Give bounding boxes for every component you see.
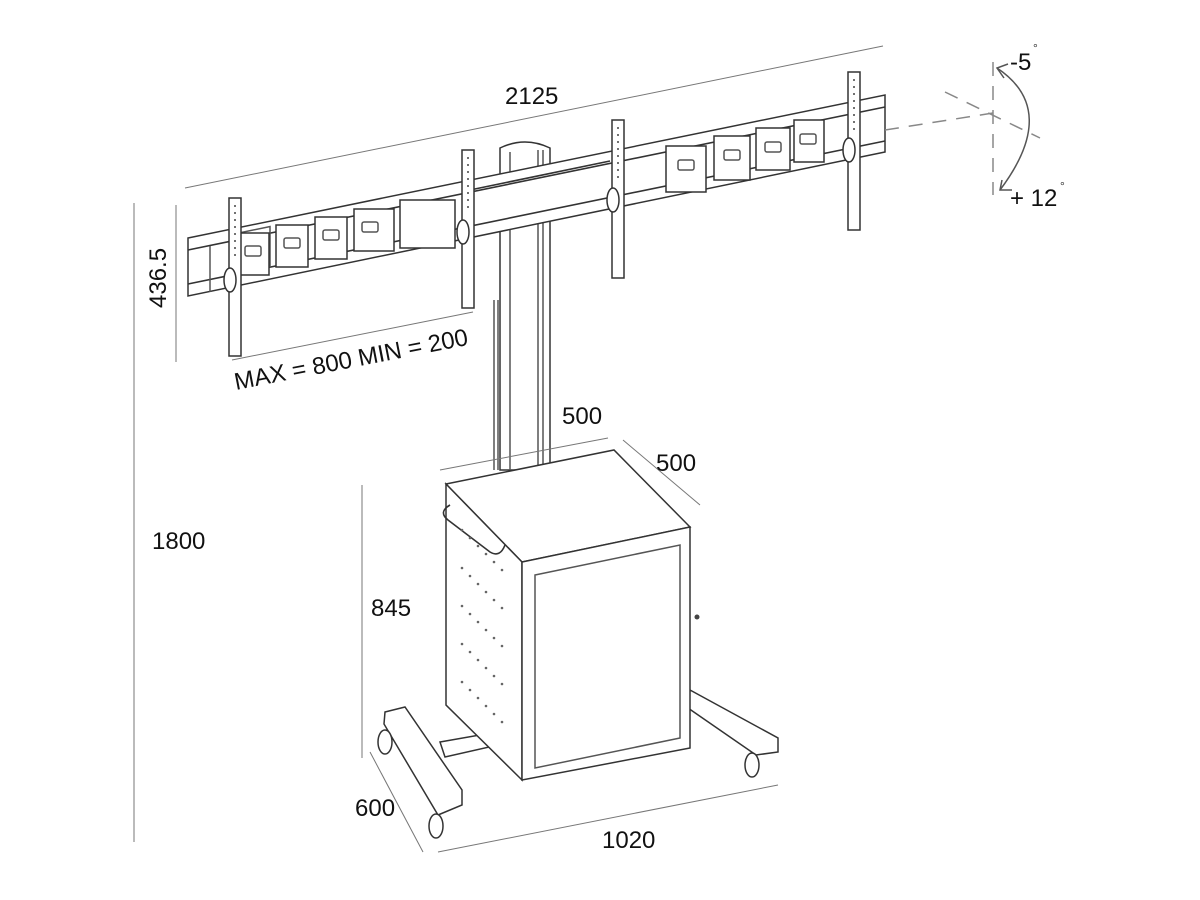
storage-cabinet [442, 449, 700, 782]
base-width-dimension-line [437, 784, 779, 853]
cabinet-width-label: 500 [562, 403, 602, 430]
vesa-arm-4 [842, 71, 861, 231]
rail-width-label: 2125 [505, 83, 558, 110]
vesa-arm-1 [223, 197, 242, 357]
rail-height-label: 436.5 [145, 248, 172, 308]
base-frame [377, 688, 779, 839]
vesa-dimension-line [231, 311, 474, 361]
cabinet-depth-label: 500 [656, 450, 696, 477]
tilt-down-degree: ° [1060, 179, 1065, 193]
tilt-up-label: -5 [1010, 49, 1031, 76]
vesa-arm-2 [456, 149, 475, 309]
tilt-down-label: + 12 [1010, 185, 1057, 212]
tilt-indicator [884, 62, 1041, 195]
base-depth-label: 600 [355, 795, 395, 822]
cabinet-width-dimension-line [439, 437, 609, 471]
vesa-arm-3 [606, 119, 625, 279]
width-dimension-line [184, 45, 884, 189]
cabinet-height-label: 845 [371, 595, 411, 622]
tilt-up-degree: ° [1033, 41, 1038, 55]
mounting-rail [187, 94, 886, 297]
vesa-range-label: MAX = 800 MIN = 200 [232, 324, 470, 396]
cabinet-depth-dimension-line [622, 439, 701, 506]
base-width-label: 1020 [602, 827, 655, 854]
total-height-label: 1800 [152, 528, 205, 555]
base-depth-dimension-line [369, 751, 424, 853]
